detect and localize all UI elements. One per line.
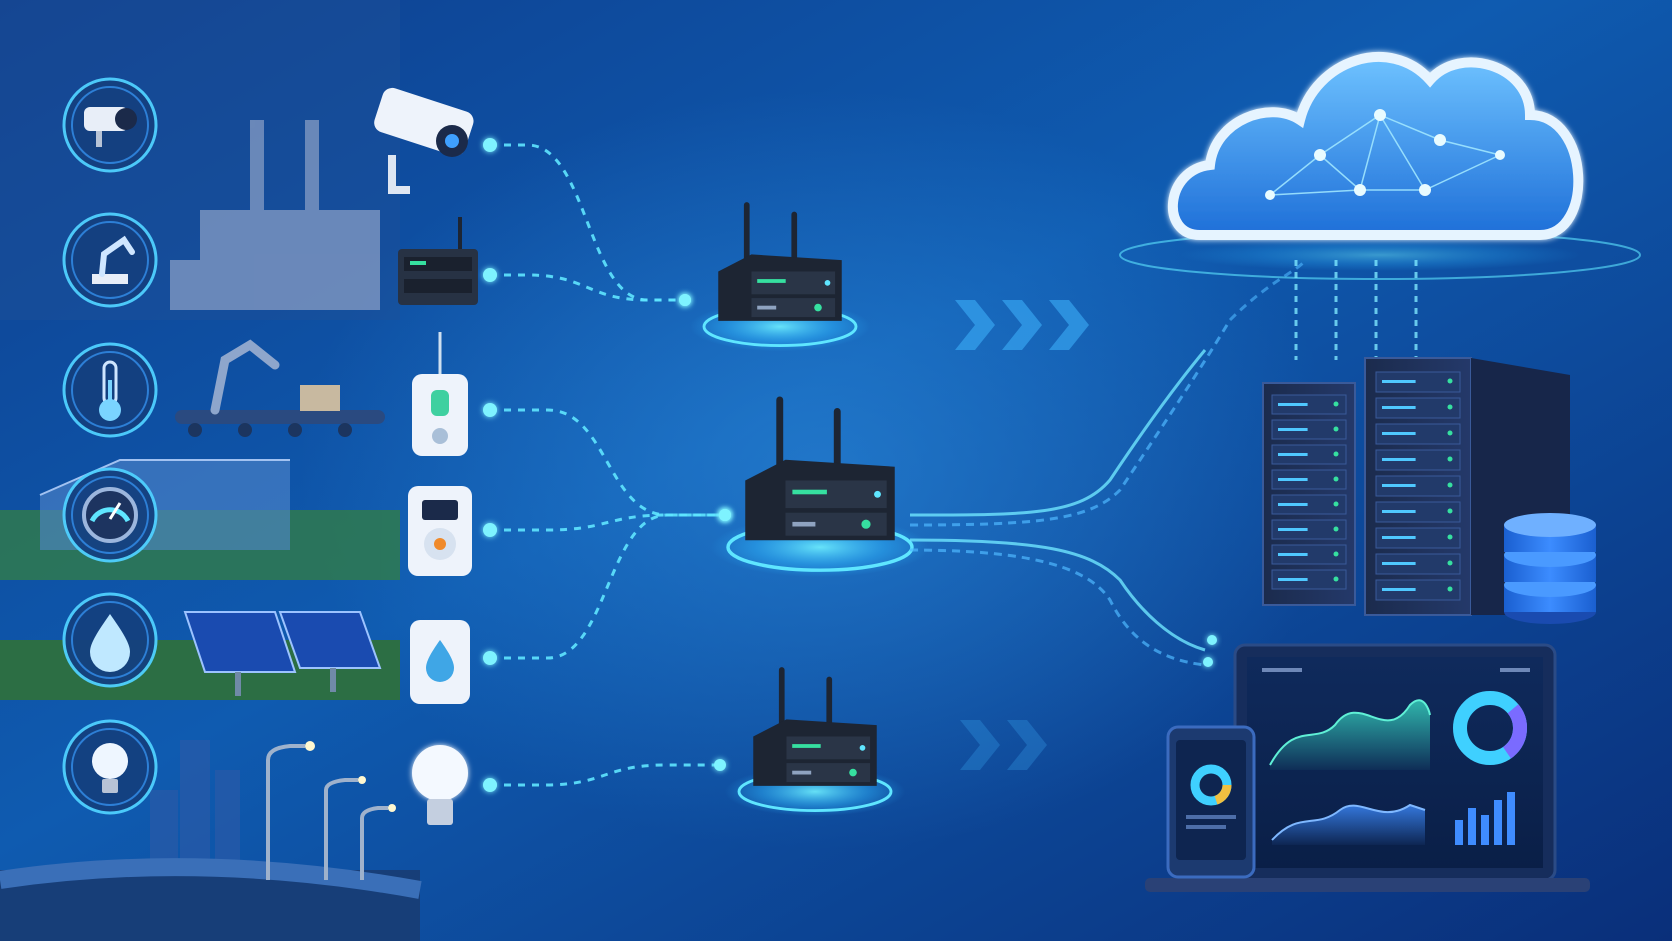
connection-lines [483,138,731,792]
link-endpoint-dot [483,138,497,152]
factory-illustration [170,120,380,310]
conveyor-illustration [175,339,385,437]
city-illustration [150,740,240,870]
dashed-link [490,513,725,660]
water-drop-icon [62,592,158,688]
dashed-link [490,763,720,787]
link-endpoint-dot [679,294,691,306]
street-lamps [266,744,388,880]
uplink-curves [909,259,1307,667]
phone-dashboard-icon [1166,725,1256,879]
gateway-box-device [398,217,478,305]
left-icon-column [62,77,158,815]
dashed-link [490,273,685,302]
dashed-link [490,513,725,532]
dashed-link [490,143,685,302]
dashed-link [490,408,725,517]
database-icon [1504,513,1596,624]
cloud-network-icon [1119,52,1641,280]
gateway-column [689,202,930,817]
smart-bulb-device [412,745,468,825]
link-endpoint-dot [483,268,497,282]
security-camera-device [374,87,474,194]
laptop-dashboard-icon [1145,643,1590,892]
link-node-lower [1203,657,1213,667]
link-endpoint-dot [719,509,731,521]
gauge-icon [62,467,158,563]
flow-chevrons-top [955,300,1089,350]
edge-router-main [710,396,930,578]
link-endpoint-dot [714,759,726,771]
security-camera-icon [62,77,158,173]
sensor-column [374,87,478,825]
edge-router-top [689,202,871,352]
link-node-upper [1207,635,1217,645]
cloud-data-streams [1294,260,1418,360]
solar-panels-illustration [0,611,400,700]
link-endpoint-dot [483,778,497,792]
link-endpoint-dot [483,403,497,417]
link-endpoint-dot [483,651,497,665]
thermometer-icon [62,342,158,438]
robot-arm-icon [62,212,158,308]
humidity-sensor-device [412,332,468,456]
edge-router-bottom [724,667,906,817]
light-bulb-icon [62,719,158,815]
water-sensor-device [410,620,470,704]
link-endpoint-dot [483,523,497,537]
smart-meter-device [408,486,472,576]
flow-chevrons-bottom [960,720,1047,770]
